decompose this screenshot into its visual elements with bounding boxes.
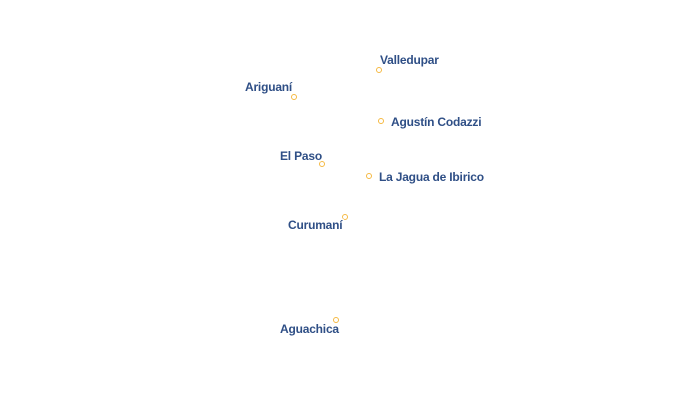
place-label: Ariguaní (245, 80, 293, 94)
place-marker-icon[interactable] (291, 94, 297, 100)
place-marker-icon[interactable] (342, 214, 348, 220)
place-marker-icon[interactable] (319, 161, 325, 167)
place-label: El Paso (280, 149, 322, 163)
place-label: Agustín Codazzi (391, 115, 482, 129)
place-marker-icon[interactable] (376, 67, 382, 73)
place-marker-icon[interactable] (378, 118, 384, 124)
place-label: La Jagua de Ibirico (379, 170, 484, 184)
place-marker-icon[interactable] (366, 173, 372, 179)
place-label: Curumaní (288, 218, 343, 232)
place-label: Valledupar (380, 53, 439, 67)
place-label: Aguachica (280, 322, 339, 336)
place-marker-icon[interactable] (333, 317, 339, 323)
